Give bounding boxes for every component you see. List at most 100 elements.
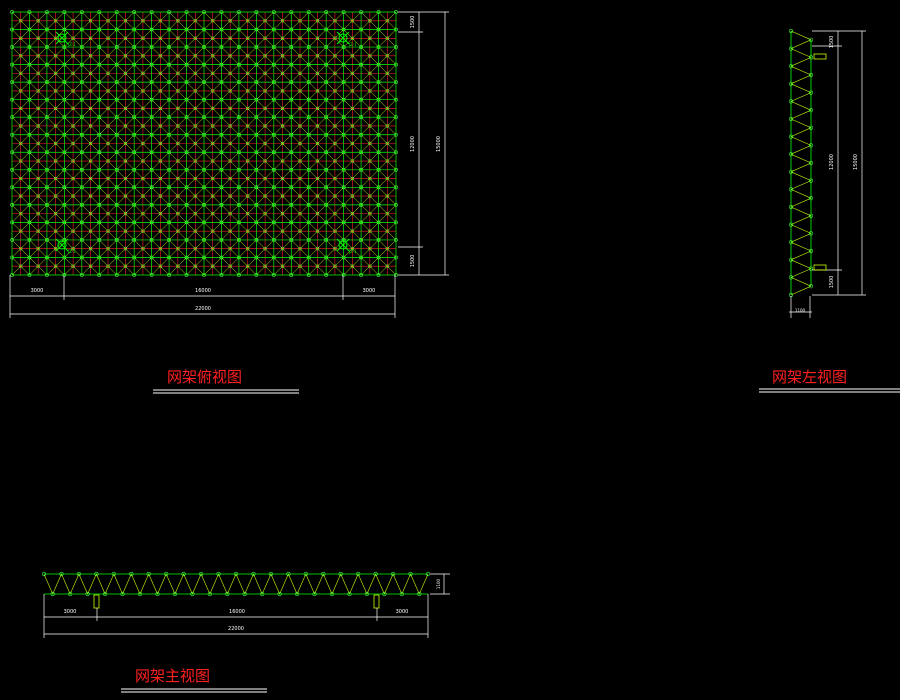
front-truss <box>41 571 431 597</box>
grid-node <box>97 185 102 190</box>
bottom-node <box>263 54 267 58</box>
web-member <box>203 222 222 241</box>
bottom-node <box>19 106 23 110</box>
bottom-node <box>88 106 93 110</box>
grid-node <box>149 238 154 242</box>
bottom-node <box>158 71 162 75</box>
web-member <box>343 81 362 100</box>
grid-node <box>202 220 206 225</box>
grid-node <box>167 27 171 32</box>
web-member <box>291 11 309 30</box>
web-member <box>790 145 812 155</box>
grid-node <box>394 185 398 190</box>
bottom-node <box>123 177 128 181</box>
bottom-node <box>333 89 337 93</box>
grid-node <box>219 273 224 277</box>
truss-node <box>788 99 794 104</box>
grid-node <box>359 220 363 225</box>
grid-node <box>27 62 32 67</box>
bottom-node <box>19 159 23 163</box>
grid-node <box>219 150 224 155</box>
web-member <box>256 99 274 118</box>
bottom-node <box>333 71 337 75</box>
web-member <box>134 187 152 206</box>
grid-node <box>376 185 381 190</box>
plan-view-title: 网架俯视图 <box>167 368 243 386</box>
bottom-node <box>36 159 40 163</box>
grid-node <box>114 202 119 207</box>
grid-node <box>306 255 311 260</box>
bottom-node <box>315 89 320 93</box>
bottom-node <box>123 124 128 128</box>
bottom-node <box>88 124 93 128</box>
web-member <box>134 81 152 100</box>
bottom-node <box>333 177 337 181</box>
grid-node <box>237 202 241 207</box>
web-member <box>360 187 379 206</box>
web-member <box>134 204 152 223</box>
bottom-node <box>106 36 110 40</box>
grid-node <box>97 150 102 155</box>
bottom-node <box>368 71 372 75</box>
web-member <box>238 222 257 241</box>
bottom-node <box>385 194 389 198</box>
bottom-node <box>228 159 232 163</box>
web-member <box>378 64 397 83</box>
web-member <box>151 152 170 170</box>
web-member <box>116 117 135 135</box>
web-member <box>360 169 379 188</box>
truss-node <box>425 571 431 577</box>
bottom-node <box>19 89 23 93</box>
grid-node <box>271 62 276 67</box>
grid-node <box>45 62 49 67</box>
grid-node <box>184 62 189 67</box>
grid-node <box>97 273 102 277</box>
web-member <box>790 65 812 76</box>
web-member <box>116 11 135 30</box>
grid-node <box>289 62 294 67</box>
web-member <box>203 204 222 223</box>
grid-node <box>394 97 398 102</box>
bottom-node <box>350 177 354 181</box>
web-member <box>151 117 170 135</box>
grid-node <box>376 115 381 120</box>
web-member <box>343 29 362 48</box>
left-view-title: 网架左视图 <box>772 368 848 386</box>
bottom-node <box>333 212 337 216</box>
bottom-node <box>263 247 267 251</box>
grid-node <box>167 97 171 102</box>
grid-node <box>341 10 346 14</box>
web-member <box>203 11 222 30</box>
web-member <box>238 169 257 188</box>
web-member <box>64 152 82 170</box>
web-member <box>253 573 263 595</box>
truss-node <box>251 571 256 577</box>
web-member <box>64 64 82 83</box>
truss-node <box>312 591 317 597</box>
grid-node <box>79 132 84 137</box>
web-member <box>273 239 292 258</box>
web-member <box>360 81 379 100</box>
bottom-node <box>315 247 320 251</box>
grid-node <box>167 238 171 242</box>
grid-node <box>237 45 241 49</box>
truss-node <box>788 116 794 122</box>
web-member <box>256 257 274 276</box>
bottom-node <box>54 71 58 75</box>
bottom-node <box>298 194 302 198</box>
bottom-node <box>315 159 320 163</box>
web-member <box>116 204 135 223</box>
web-member <box>360 239 379 258</box>
web-member <box>99 134 117 153</box>
web-member <box>81 239 100 258</box>
grid-node <box>202 167 206 172</box>
truss-node <box>329 591 335 597</box>
bottom-node <box>263 264 267 268</box>
grid-node <box>149 62 154 67</box>
web-member <box>186 29 205 48</box>
bottom-node <box>158 36 162 40</box>
web-member <box>96 573 106 595</box>
bottom-node <box>315 194 320 198</box>
web-member <box>99 117 117 135</box>
web-member <box>273 11 292 30</box>
